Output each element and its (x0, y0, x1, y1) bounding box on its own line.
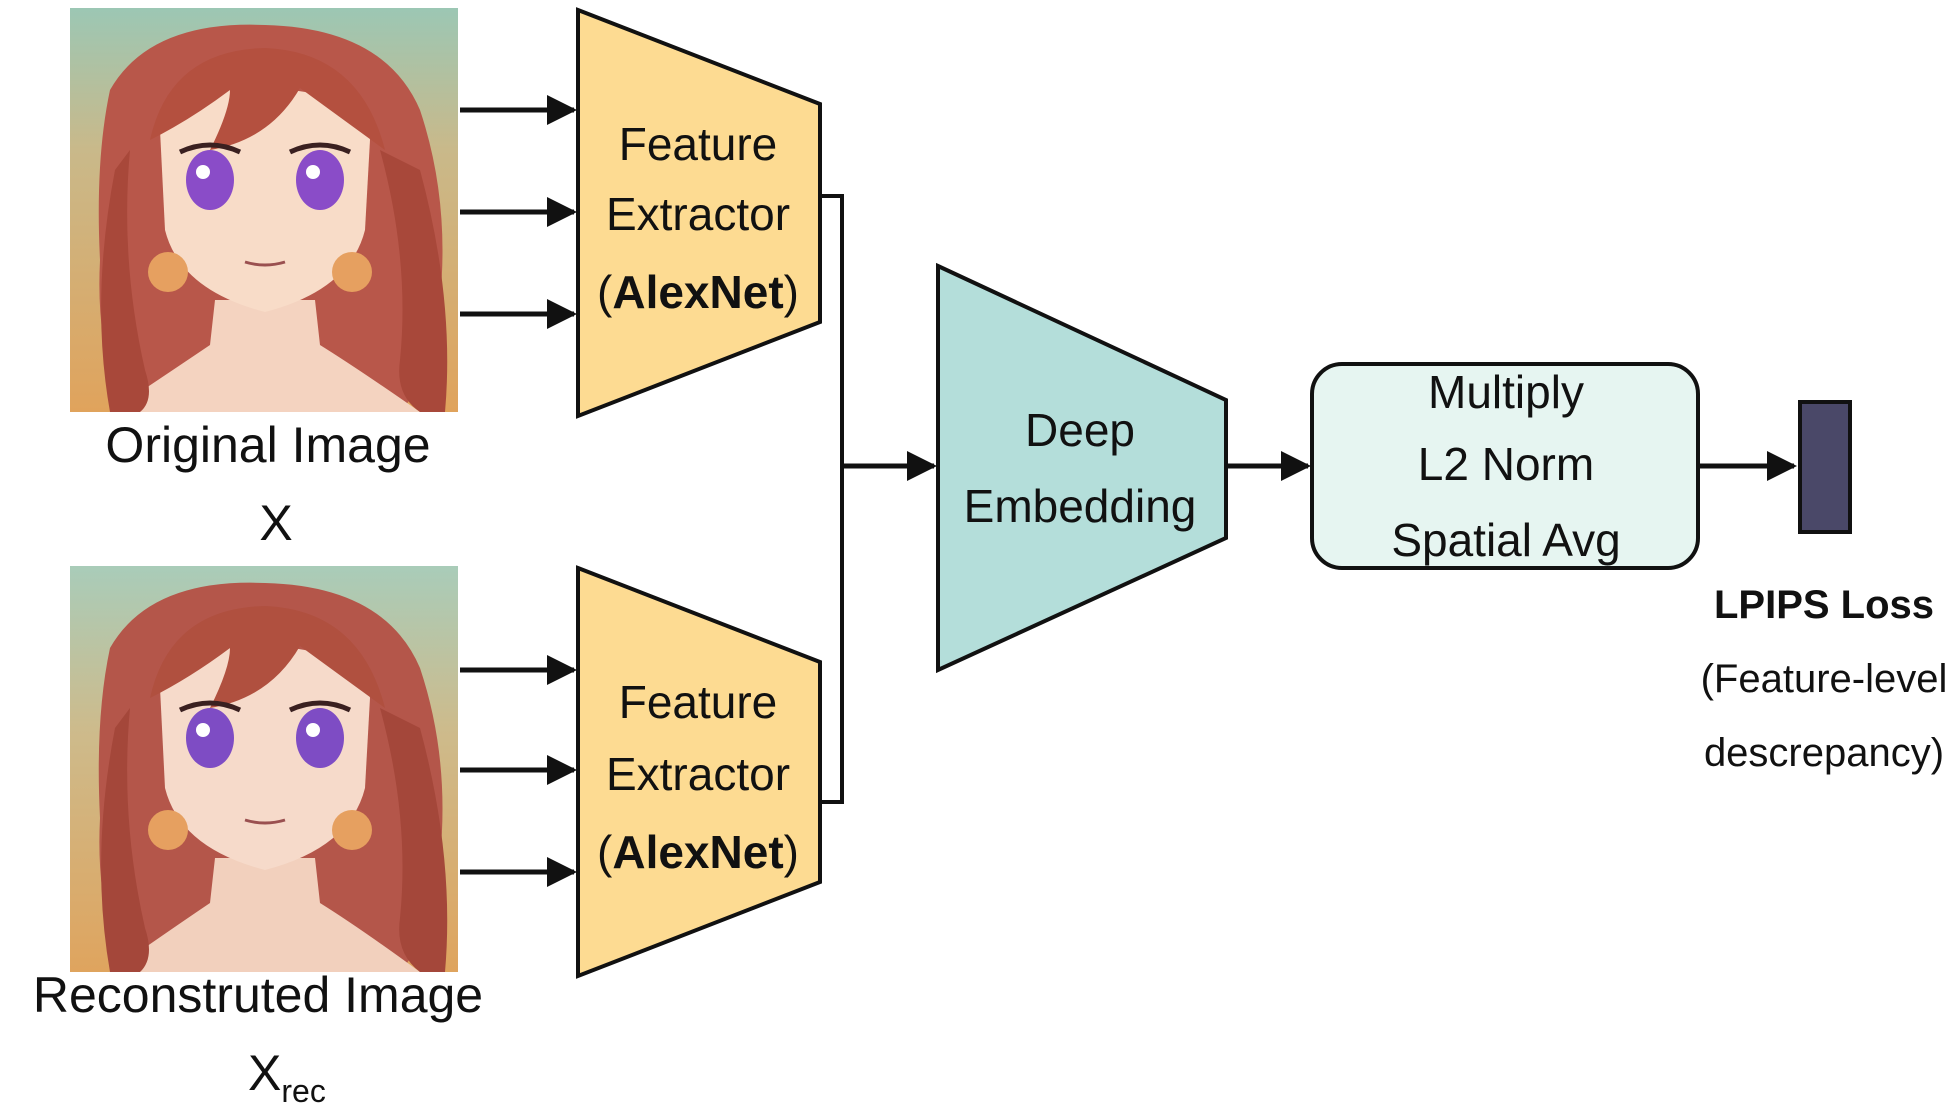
feature-extractor-top-model: AlexNet (612, 266, 783, 318)
lpips-loss-desc-line2: descrepancy) (1704, 731, 1944, 775)
lpips-loss-desc-line1: (Feature-level (1701, 657, 1948, 701)
feature-extractor-bottom-paren-open: ( (597, 826, 613, 878)
deep-embedding: Deep Embedding (936, 262, 1228, 674)
feature-extractor-bottom-paren-close: ) (784, 826, 799, 878)
original-image-caption: Original Image (105, 417, 430, 473)
reconstructed-image-symbol: Xrec (248, 1045, 326, 1109)
feature-extractor-bottom-line2: Extractor (606, 748, 790, 800)
lpips-output-bar (1798, 400, 1852, 534)
feature-extractor-top-line1: Feature (619, 118, 778, 170)
feature-extractor-top-paren-close: ) (784, 266, 799, 318)
ops-block: Multiply L2 Norm Spatial Avg (1310, 362, 1700, 570)
ops-line-multiply: Multiply (1428, 366, 1584, 418)
feature-extractor-bottom-line1: Feature (619, 676, 778, 728)
ops-line-l2-norm: L2 Norm (1418, 438, 1594, 490)
lpips-loss-title: LPIPS Loss (1714, 583, 1934, 627)
feature-extractor-bottom-shape (576, 565, 822, 979)
feature-extractor-top-line3: (AlexNet) (597, 266, 799, 318)
feature-extractor-top-paren-open: ( (597, 266, 613, 318)
deep-embedding-line2: Embedding (964, 480, 1197, 532)
merge-connector (820, 194, 937, 804)
feature-extractor-bottom: Feature Extractor (AlexNet) (576, 565, 822, 979)
feature-extractor-top: Feature Extractor (AlexNet) (576, 7, 822, 419)
reconstructed-symbol-sub: rec (281, 1073, 325, 1109)
ops-line-spatial-avg: Spatial Avg (1391, 514, 1620, 566)
reconstructed-symbol-base: X (248, 1045, 281, 1101)
feature-extractor-bottom-model: AlexNet (612, 826, 783, 878)
deep-embedding-shape (936, 262, 1228, 674)
original-image-symbol: X (259, 495, 292, 551)
feature-extractor-top-line2: Extractor (606, 188, 790, 240)
reconstructed-image-caption: Reconstruted Image (33, 967, 483, 1023)
feature-extractor-bottom-line3: (AlexNet) (597, 826, 799, 878)
input-arrows-top (460, 95, 577, 329)
reconstructed-image (70, 566, 458, 972)
deep-embedding-line1: Deep (1025, 404, 1135, 456)
feature-extractor-top-shape (576, 7, 822, 419)
input-arrows-bottom (460, 655, 577, 887)
original-image (70, 8, 458, 413)
